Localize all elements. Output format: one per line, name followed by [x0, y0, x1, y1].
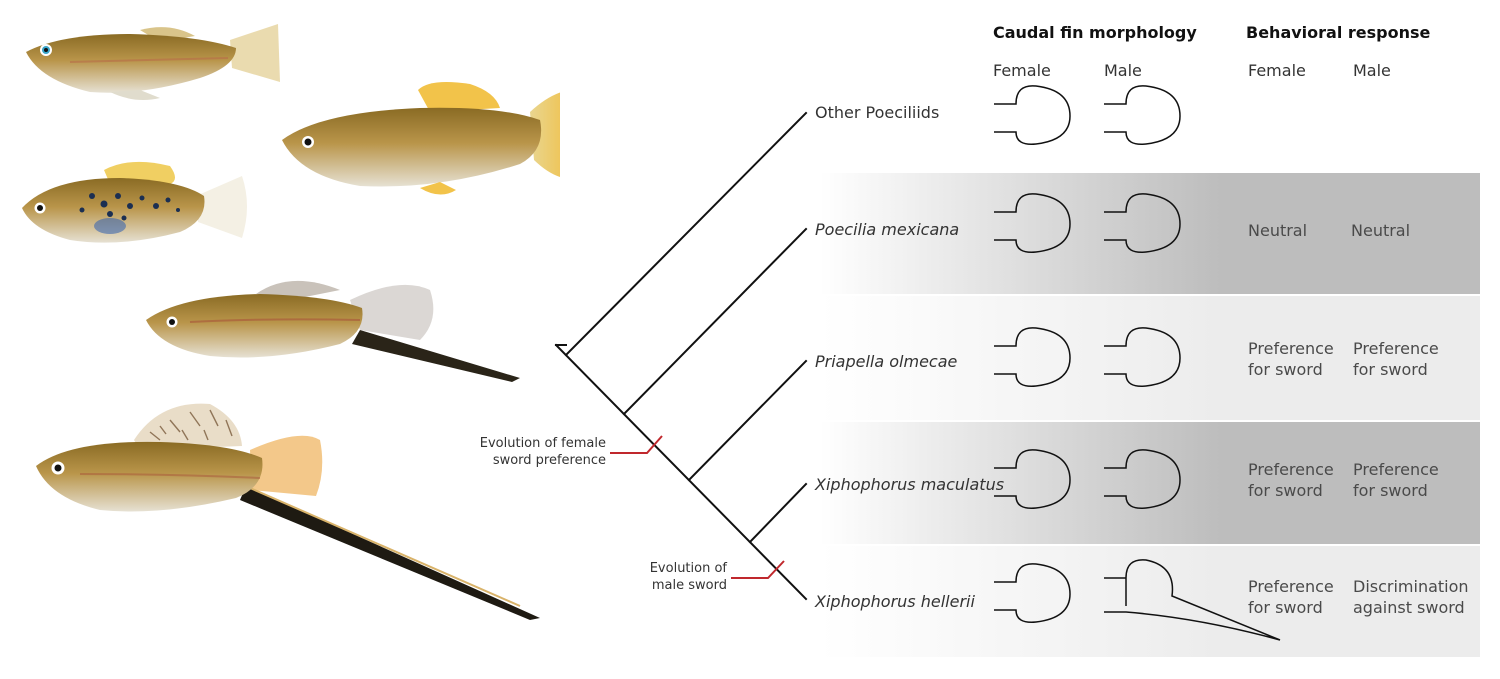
- annotation-female-pref: Evolution of female sword preference: [479, 436, 606, 468]
- caudal-header: Caudal fin morphology: [993, 23, 1197, 42]
- behavior-female-priapella: Preference for sword: [1248, 339, 1334, 379]
- behavior-female-x-hellerii: Preference for sword: [1248, 577, 1334, 617]
- behavior-male-priapella: Preference for sword: [1353, 339, 1439, 379]
- fin-female-priapella-icon: [994, 327, 1071, 387]
- behavior-female-poecilia: Neutral: [1248, 221, 1308, 240]
- fin-male-x-maculatus-icon: [1104, 449, 1181, 509]
- annotation-male-sword: Evolution of male sword: [649, 561, 727, 593]
- behavior-female-x-maculatus: Preference for sword: [1248, 460, 1334, 500]
- fin-female-x-maculatus-icon: [994, 449, 1071, 509]
- species-label-other: Other Poeciliids: [815, 103, 940, 122]
- band-x-hellerii: [820, 546, 1480, 657]
- behavior-male-label: Male: [1353, 61, 1391, 80]
- fin-female-other-icon: [994, 85, 1071, 145]
- behavior-male-x-hellerii: Discrimination against sword: [1353, 577, 1469, 617]
- species-label-priapella: Priapella olmecae: [815, 352, 958, 371]
- behavior-female-label: Female: [1248, 61, 1306, 80]
- fin-female-x-hellerii-icon: [994, 563, 1071, 623]
- fin-female-poecilia-icon: [994, 193, 1071, 253]
- fin-male-other-icon: [1104, 85, 1181, 145]
- fin-male-priapella-icon: [1104, 327, 1181, 387]
- male-sword-marker: [731, 560, 785, 579]
- branch-priapella: [687, 359, 808, 482]
- fin-male-sword-icon: [1104, 559, 1281, 641]
- fish-female-icon: [26, 24, 280, 100]
- fish-large-swordtail-icon: [36, 403, 540, 620]
- female-pref-marker: [610, 435, 663, 454]
- fin-male-poecilia-icon: [1104, 193, 1181, 253]
- caudal-female-label: Female: [993, 61, 1051, 80]
- fish-spotted-platy-icon: [22, 161, 247, 243]
- fish-small-swordtail-icon: [146, 280, 520, 382]
- behavior-male-poecilia: Neutral: [1351, 221, 1411, 240]
- branch-poecilia: [622, 227, 808, 416]
- band-x-maculatus: [820, 422, 1480, 544]
- species-label-x-hellerii: Xiphophorus hellerii: [815, 592, 975, 611]
- behavior-male-x-maculatus: Preference for sword: [1353, 460, 1439, 500]
- branch-x-maculatus: [748, 482, 808, 544]
- fish-illustrations: [22, 24, 560, 620]
- tree-spine: [554, 343, 808, 601]
- fish-yellow-tail-icon: [282, 82, 560, 195]
- species-label-poecilia: Poecilia mexicana: [815, 220, 960, 239]
- caudal-male-label: Male: [1104, 61, 1142, 80]
- branch-other-poeciliids: [564, 111, 808, 357]
- band-poecilia: [820, 173, 1480, 294]
- behavior-header: Behavioral response: [1246, 23, 1431, 42]
- species-label-x-maculatus: Xiphophorus maculatus: [815, 475, 1005, 494]
- band-priapella: [820, 296, 1480, 420]
